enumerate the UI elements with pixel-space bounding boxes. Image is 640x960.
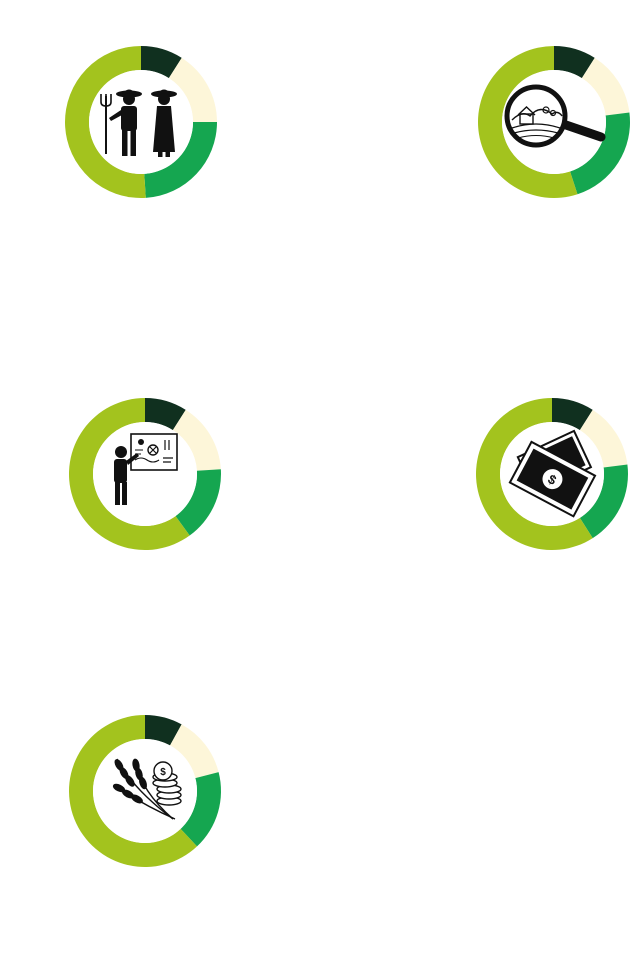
svg-text:$: $ [160, 767, 166, 778]
donut-slice-4 [475, 398, 593, 550]
donut-slice-2 [172, 409, 221, 471]
magnifier-farm-icon [504, 84, 606, 148]
donut-slice-3 [175, 469, 221, 536]
donut-slice-3 [180, 772, 221, 847]
donut-hole [89, 70, 193, 174]
donut-slices [65, 46, 217, 198]
donut-slice-3 [570, 112, 630, 195]
donut-slice-4 [68, 715, 198, 867]
banknotes-icon: $ [508, 429, 597, 518]
donut-slice-1 [145, 715, 182, 746]
donut-slices [477, 46, 630, 198]
donut-slice-4 [65, 46, 146, 198]
donut-chart-training [68, 398, 221, 550]
farmer-couple-icon [100, 89, 177, 157]
donut-slice-2 [168, 57, 217, 122]
donut-chart-finance: $ [475, 398, 628, 550]
donut-slice-1 [145, 398, 186, 431]
donut-slice-1 [552, 398, 593, 431]
donut-slice-2 [170, 724, 219, 779]
wheat-coins-icon: $ [112, 758, 182, 820]
donut-slice-1 [141, 46, 182, 79]
donut-slice-1 [554, 46, 595, 79]
donut-slices [68, 398, 221, 550]
donut-slice-3 [144, 122, 217, 198]
donut-hole [93, 739, 197, 843]
donut-chart-agri-income: $ [68, 715, 221, 867]
donut-slice-3 [579, 464, 628, 539]
donut-slices [68, 715, 221, 867]
donut-chart-farmers [65, 46, 217, 198]
presentation-board-icon [114, 433, 178, 505]
donut-slice-4 [68, 398, 190, 550]
donut-slice-2 [581, 57, 630, 116]
donut-chart-research [477, 46, 630, 198]
donut-slice-4 [477, 46, 578, 198]
donut-slices [475, 398, 628, 550]
donut-slice-2 [579, 409, 628, 468]
